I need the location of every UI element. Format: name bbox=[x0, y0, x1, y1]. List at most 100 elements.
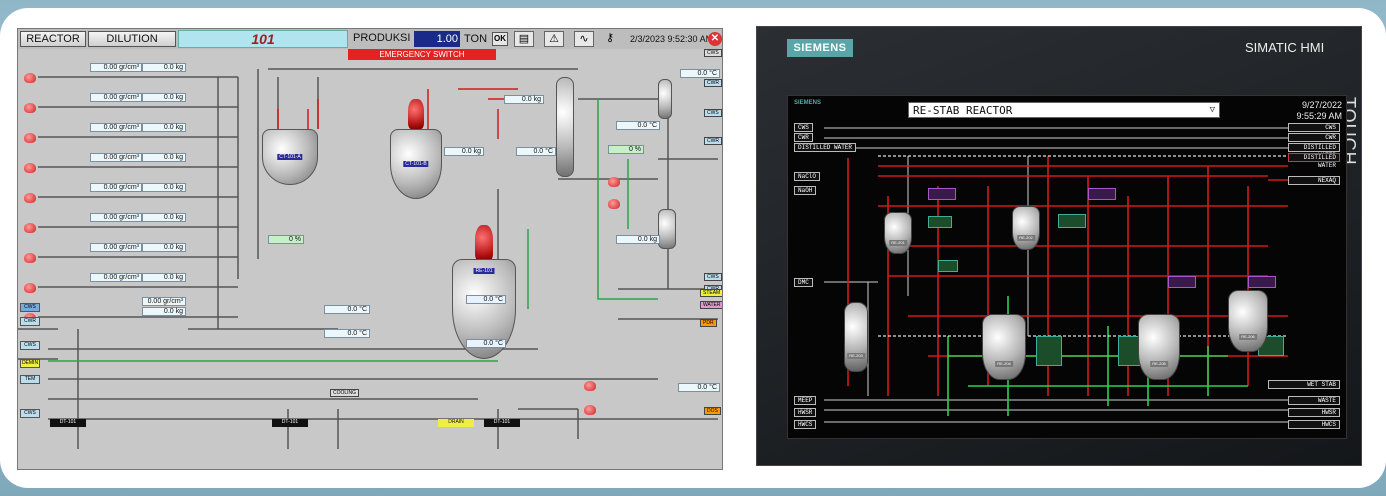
flow-mass-2: 0.0 kg bbox=[142, 93, 186, 102]
hmi-right-dw-1: DISTILLED WATER bbox=[1288, 143, 1340, 159]
pump-6-icon[interactable] bbox=[24, 223, 36, 233]
reactor-motor-icon[interactable] bbox=[475, 225, 493, 261]
hmi-left-dmc: DMC bbox=[794, 278, 813, 287]
flow-density-2: 0.00 gr/cm³ bbox=[90, 93, 142, 102]
hmi-tank-2[interactable]: RE-202 bbox=[1012, 206, 1040, 250]
temp-readout-bottom: 0.0 °C bbox=[678, 383, 720, 392]
reactor-button[interactable]: REACTOR bbox=[20, 31, 86, 47]
hmi-tank-5[interactable]: RE-205 bbox=[1138, 314, 1180, 380]
hmi-tank-6[interactable]: RE-206 bbox=[1228, 290, 1268, 352]
flow-density-8: 0.00 gr/cm³ bbox=[90, 273, 142, 282]
hmi-piping bbox=[824, 127, 1288, 423]
alarm-icon[interactable]: ⚠ bbox=[544, 31, 564, 47]
hmi-tank-6-label: RE-206 bbox=[1239, 334, 1257, 341]
pump-r1-icon[interactable] bbox=[608, 177, 620, 187]
flow-mass-6: 0.0 kg bbox=[142, 213, 186, 222]
left-label-cws-3: CWS bbox=[20, 409, 40, 418]
mix-tank-1[interactable]: CT-101-A bbox=[262, 129, 318, 185]
pump-3-icon[interactable] bbox=[24, 133, 36, 143]
bottom-label-2: DT-101 bbox=[272, 419, 308, 427]
hmi-tank-1-label: RE-201 bbox=[889, 239, 907, 246]
mix-tank-1-label: CT-101-A bbox=[277, 154, 303, 161]
hmi-tank-3-label: RE-203 bbox=[847, 352, 865, 359]
hmi-left-dw: DISTILLED WATER bbox=[794, 143, 857, 152]
right-label-pdr: PDR bbox=[700, 319, 717, 327]
screen-select[interactable]: RE-STAB REACTOR ▽ bbox=[908, 102, 1220, 118]
pump-r2-icon[interactable] bbox=[608, 199, 620, 209]
pump-7-icon[interactable] bbox=[24, 253, 36, 263]
left-label-demin: DEMIN bbox=[20, 359, 40, 368]
hmi-left-naclo: NaClO bbox=[794, 172, 821, 181]
close-icon[interactable]: ✕ bbox=[708, 32, 722, 46]
hmi-left-hwsr: HWSR bbox=[794, 408, 817, 417]
flow-mass-4: 0.0 kg bbox=[142, 153, 186, 162]
mix-tank-2[interactable]: CT-101-B bbox=[390, 129, 442, 199]
scada-topbar: REACTOR DILUTION 101 PRODUKSI 1.00 TON O… bbox=[18, 29, 722, 49]
pump-2-icon[interactable] bbox=[24, 103, 36, 113]
right-label-5: CWS bbox=[704, 273, 722, 281]
pump-r4-icon[interactable] bbox=[584, 405, 596, 415]
emergency-switch[interactable]: EMERGENCY SWITCH bbox=[348, 49, 496, 60]
status-box-8 bbox=[1088, 188, 1116, 200]
scada-datetime: 2/3/2023 9:52:30 AM bbox=[630, 34, 714, 44]
hmi-tank-3[interactable]: RE-203 bbox=[844, 302, 868, 372]
flow-density-9: 0.00 gr/cm³ bbox=[142, 297, 186, 306]
pump-1-icon[interactable] bbox=[24, 73, 36, 83]
produksi-value[interactable]: 1.00 bbox=[414, 31, 460, 47]
flow-mass-5: 0.0 kg bbox=[142, 183, 186, 192]
siemens-logo: SIEMENS bbox=[787, 39, 853, 57]
flow-density-7: 0.00 gr/cm³ bbox=[90, 243, 142, 252]
temp-readout-4: 0.0 °C bbox=[616, 121, 660, 130]
hmi-left-cws: CWS bbox=[794, 123, 813, 132]
flow-density-1: 0.00 gr/cm³ bbox=[90, 63, 142, 72]
status-box-4 bbox=[1036, 336, 1062, 366]
mass-readout-5: 0.0 kg bbox=[616, 235, 660, 244]
chevron-down-icon[interactable]: ▽ bbox=[1209, 105, 1215, 115]
screen-title: RE-STAB REACTOR bbox=[913, 104, 1013, 117]
left-label-tem: TEM bbox=[20, 375, 40, 384]
cooling-label: COOLING bbox=[330, 389, 360, 397]
flow-mass-3: 0.0 kg bbox=[142, 123, 186, 132]
hmi-tank-1[interactable]: RE-201 bbox=[884, 212, 912, 254]
pump-4-icon[interactable] bbox=[24, 163, 36, 173]
trend-icon[interactable]: ∿ bbox=[574, 31, 594, 47]
receiver-tank[interactable] bbox=[658, 209, 676, 249]
hmi-datetime: 9/27/2022 9:55:29 AM bbox=[1296, 100, 1342, 122]
bottom-label-1: DT-101 bbox=[50, 419, 86, 427]
dilution-button[interactable]: DILUTION bbox=[88, 31, 176, 47]
hmi-left-cwr: CWR bbox=[794, 133, 813, 142]
hmi-tank-4[interactable]: RE-204 bbox=[982, 314, 1026, 380]
condenser-tank[interactable] bbox=[658, 79, 672, 119]
pump-r3-icon[interactable] bbox=[584, 381, 596, 391]
flow-density-5: 0.00 gr/cm³ bbox=[90, 183, 142, 192]
flow-density-3: 0.00 gr/cm³ bbox=[90, 123, 142, 132]
tr-readout-1: 0.0 °C bbox=[324, 305, 370, 314]
agitator-motor-1-icon[interactable] bbox=[408, 99, 424, 129]
hmi-left-naoh: NaOH bbox=[794, 186, 817, 195]
simatic-label: SIMATIC HMI bbox=[1245, 40, 1325, 55]
temp-readout-top: 0.0 °C bbox=[680, 69, 720, 78]
hmi-right-cwr: CWR bbox=[1288, 133, 1340, 142]
report-icon[interactable]: ▤ bbox=[514, 31, 534, 47]
hmi-date: 9/27/2022 bbox=[1301, 100, 1342, 110]
hmi-right-cws: CWS bbox=[1288, 123, 1340, 132]
hmi-right-waste: WASTE bbox=[1288, 396, 1340, 405]
right-label-4: CWR bbox=[704, 137, 722, 145]
scada-panel: REACTOR DILUTION 101 PRODUKSI 1.00 TON O… bbox=[17, 28, 723, 470]
produksi-unit: TON bbox=[464, 33, 488, 45]
pump-5-icon[interactable] bbox=[24, 193, 36, 203]
hmi-right-hwcs: HWCS bbox=[1288, 420, 1340, 429]
status-box-1 bbox=[928, 216, 952, 228]
flow-mass-9: 0.0 kg bbox=[142, 307, 186, 316]
pct-readout-2: 0 % bbox=[608, 145, 644, 154]
column-tank[interactable] bbox=[556, 77, 574, 177]
key-icon[interactable]: ⚷ bbox=[605, 32, 615, 44]
left-label-cws-2: CWS bbox=[20, 341, 40, 350]
right-label-2: CWR bbox=[704, 79, 722, 87]
flow-mass-8: 0.0 kg bbox=[142, 273, 186, 282]
hmi-left-hwcs: HWCS bbox=[794, 420, 817, 429]
hmi-tank-4-label: RE-204 bbox=[995, 361, 1013, 368]
status-box-10 bbox=[1168, 276, 1196, 288]
ok-button[interactable]: OK bbox=[492, 32, 508, 46]
pump-8-icon[interactable] bbox=[24, 283, 36, 293]
